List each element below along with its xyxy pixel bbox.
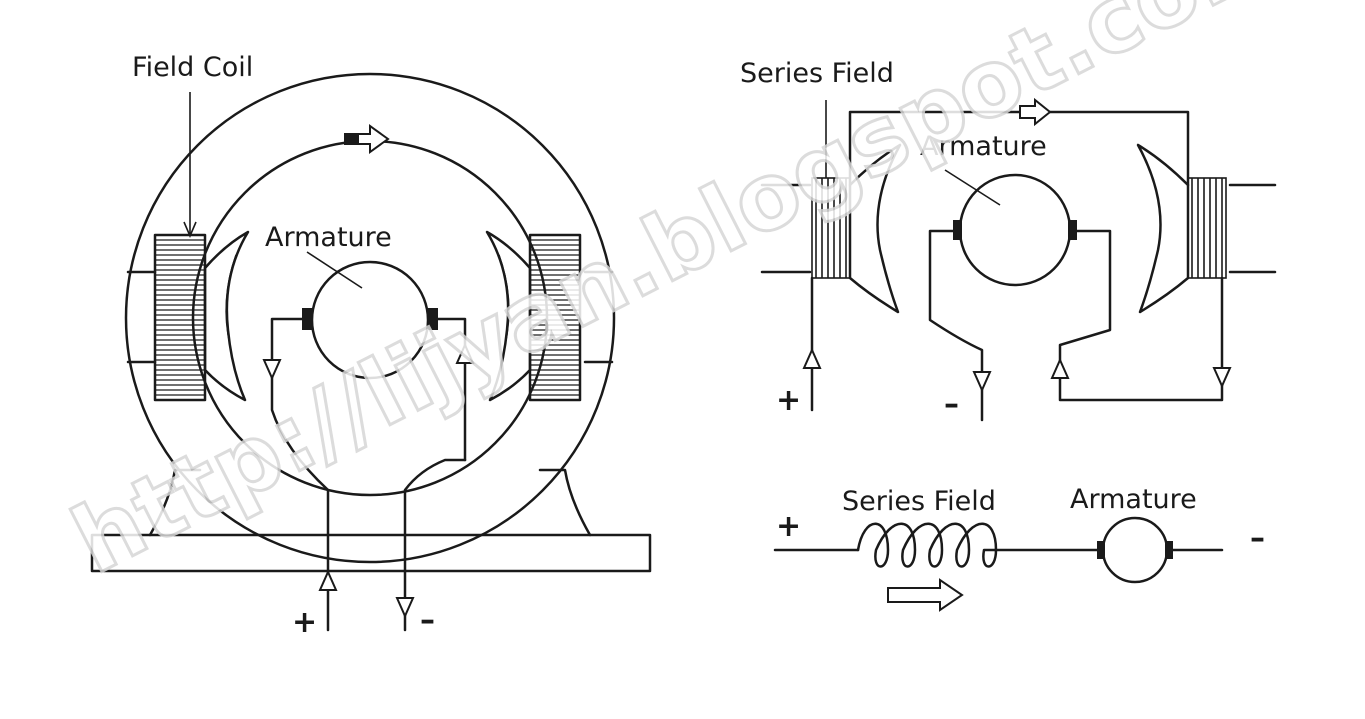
top-minus-sign: –	[944, 387, 959, 422]
right-left-pole-shoe	[848, 143, 902, 314]
bottom-minus-sign: –	[1250, 521, 1265, 556]
left-armature-brush-l	[302, 308, 312, 330]
armature-label-top: Armature	[920, 131, 1047, 162]
right-right-pole-shoe	[1136, 143, 1190, 314]
series-field-label-bottom: Series Field	[842, 486, 996, 517]
series-field-layout	[760, 97, 1277, 422]
right-armature	[958, 173, 1072, 287]
left-armature-brush-r	[428, 308, 438, 330]
bottom-plus-sign: +	[776, 509, 801, 544]
motor-base	[90, 468, 652, 573]
top-plus-sign: +	[776, 383, 801, 418]
series-field-label-top: Series Field	[740, 58, 894, 89]
left-field-coil	[153, 233, 207, 402]
left-armature-label: Armature	[265, 222, 392, 253]
armature-pointer	[306, 251, 363, 289]
armature-label-bottom: Armature	[1070, 484, 1197, 515]
field-coil-label: Field Coil	[132, 52, 253, 83]
motor-cross-section	[90, 72, 652, 632]
left-plus-sign: +	[292, 605, 317, 640]
current-direction-arrow	[887, 578, 964, 612]
schematic-armature	[1101, 516, 1169, 584]
right-series-coil	[1187, 177, 1227, 279]
series-field-coil-symbol	[856, 522, 998, 568]
series-schematic	[773, 516, 1224, 612]
flux-direction-arrow	[344, 124, 390, 154]
yoke-outer-ring	[124, 72, 616, 564]
left-minus-sign: –	[420, 603, 435, 638]
